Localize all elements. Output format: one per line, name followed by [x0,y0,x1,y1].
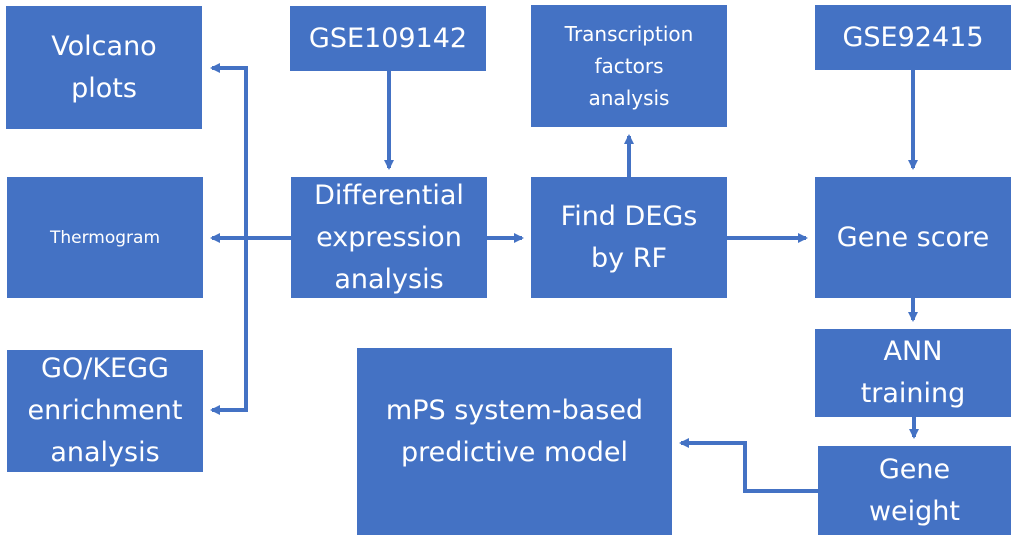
node-gse109142: GSE109142 [290,6,486,71]
node-ann-training: ANN training [815,329,1011,417]
node-mps-predictive-model: mPS system-based predictive model [357,348,672,535]
node-transcription-factors: Transcription factors analysis [531,5,727,127]
edge-geneweight-mps [679,438,818,493]
node-gse92415: GSE92415 [815,5,1011,70]
node-thermogram: Thermogram [7,177,203,298]
node-volcano-plots: Volcano plots [6,6,202,129]
node-differential-expression: Differential expression analysis [291,177,487,298]
node-find-degs-by-rf: Find DEGs by RF [531,177,727,298]
node-gene-score: Gene score [815,177,1011,298]
node-gene-weight: Gene weight [818,446,1011,535]
node-go-kegg-enrichment: GO/KEGG enrichment analysis [7,350,203,472]
